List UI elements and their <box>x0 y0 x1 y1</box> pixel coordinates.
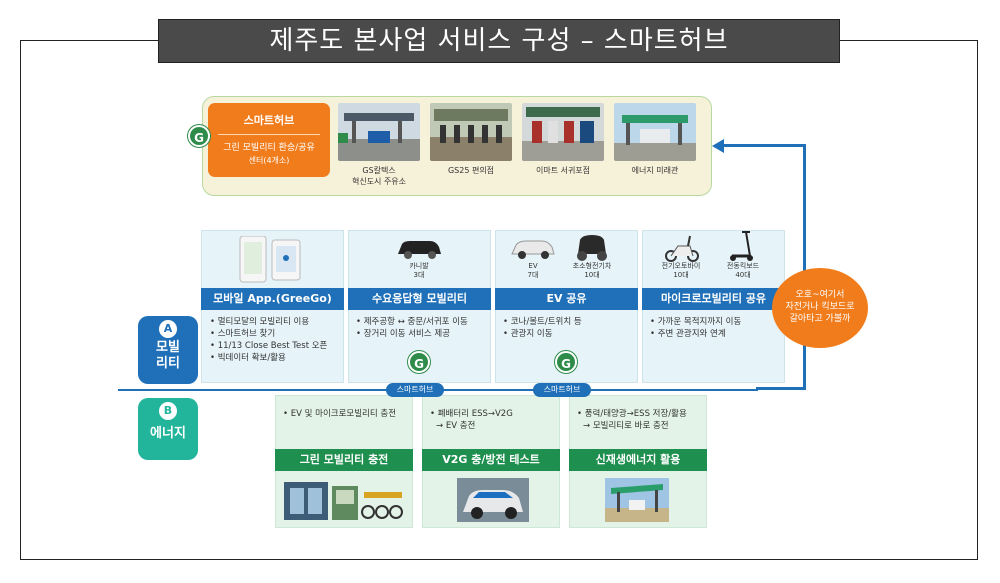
v2g-car-photo <box>457 478 529 522</box>
energy-card-v2g-title: V2G 충/방전 테스트 <box>422 449 560 471</box>
list-item: • 폐배터리 ESS→V2G <box>430 409 513 419</box>
smart-hub-count: 센터(4개소) <box>248 156 290 165</box>
frame-top-right-line <box>840 40 978 41</box>
mobility-card-ev-title: EV 공유 <box>495 288 638 310</box>
bubble-line1: 오호~여기서 <box>795 290 845 300</box>
ev-count: 7대 <box>527 271 539 279</box>
letter-a-icon: A <box>159 320 177 338</box>
kickboard-name: 전동킥보드 <box>726 262 760 270</box>
frame-top-left-line <box>20 40 158 41</box>
mobility-card-ev-list: • 코나/볼트/트위치 등 • 관광지 이동 <box>503 316 582 340</box>
energy-hall-photo <box>614 103 696 161</box>
arrow-left-icon <box>712 139 724 153</box>
ev-caption: EV 7대 <box>510 262 556 280</box>
hub-caption-4: 에너지 미래관 <box>631 166 679 175</box>
energy-card-charging-title: 그린 모빌리티 충전 <box>275 449 413 471</box>
charging-station-photo <box>284 478 404 522</box>
list-item: • 풍력/태양광→ESS 저장/활용 <box>577 409 687 419</box>
micro-ev-caption: 초소형전기차 10대 <box>562 262 622 280</box>
list-item: → 모빌리티로 바로 충전 <box>583 421 669 431</box>
mobility-label-line1: 모빌 <box>156 340 180 355</box>
speech-bubble: 오호~여기서 자전거나 킥보드로 갈아타고 가볼까 <box>772 268 868 348</box>
hub-caption-3: 이마트 서귀포점 <box>535 166 591 175</box>
smart-hub-desc: 그린 모빌리티 환승/공유 <box>223 143 315 153</box>
ev-name: EV <box>528 262 538 270</box>
gs25-photo <box>430 103 512 161</box>
hub-caption-1-line1: GS칼텍스 <box>362 166 396 175</box>
phone-app-icon <box>238 235 310 288</box>
energy-card-renewable-list: • 풍력/태양광→ESS 저장/활용 → 모빌리티로 바로 충전 <box>577 408 687 432</box>
mobility-card-app-list: • 멀티모달의 모빌리티 이용 • 스마트허브 찾기 • 11/13 Close… <box>210 316 327 364</box>
hub-caption-2: GS25 편의점 <box>447 166 495 175</box>
green-badge-icon: G <box>188 125 210 147</box>
list-item: • 11/13 Close Best Test 오픈 <box>210 341 328 351</box>
micro-ev-count: 10대 <box>584 271 600 279</box>
list-item: → EV 충전 <box>436 421 476 431</box>
energy-card-v2g-list: • 폐배터리 ESS→V2G → EV 충전 <box>430 408 513 432</box>
slide-frame <box>20 40 978 560</box>
micro-ev-icon <box>572 232 612 266</box>
renewable-station-photo <box>605 478 669 522</box>
van-caption: 카니발 3대 <box>396 262 442 280</box>
van-icon <box>396 238 442 264</box>
list-item: • 가까운 목적지까지 이동 <box>650 317 742 327</box>
mobility-label-line2: 리티 <box>156 356 180 371</box>
loop-arrow-bottom <box>756 387 806 390</box>
smart-hub-title: 스마트허브 <box>243 114 295 127</box>
smart-hub-divider <box>218 134 320 135</box>
mobility-card-micro-title: 마이크로모빌리티 공유 <box>642 288 785 310</box>
mobility-card-micro-list: • 가까운 목적지까지 이동 • 주변 관광지와 연계 <box>650 316 741 340</box>
kickboard-icon <box>728 230 756 266</box>
smart-hub-box: 스마트허브 그린 모빌리티 환승/공유 센터(4개소) <box>208 103 330 177</box>
mobility-card-app-title: 모바일 App.(GreeGo) <box>201 288 344 310</box>
e-scooter-name: 전기오토바이 <box>661 262 701 270</box>
list-item: • 스마트허브 찾기 <box>210 329 276 339</box>
mobility-card-drt-list: • 제주공항 ↔ 중문/서귀포 이동 • 장거리 이동 서비스 제공 <box>356 316 468 340</box>
list-item: • 멀티모달의 모빌리티 이용 <box>210 317 310 327</box>
energy-card-charging-list: • EV 및 마이크로모빌리티 충전 <box>283 408 396 420</box>
energy-label: 에너지 <box>150 426 186 441</box>
ev-car-icon <box>510 236 556 264</box>
bubble-line3: 갈아타고 가볼까 <box>789 314 851 324</box>
energy-side-label: B 에너지 <box>138 398 198 460</box>
green-badge-icon: G <box>408 351 430 373</box>
e-scooter-icon <box>664 232 700 266</box>
loop-arrow-right <box>803 144 806 390</box>
list-item: • 관광지 이동 <box>503 329 553 339</box>
hub-caption-1-line2: 혁신도시 주유소 <box>351 177 407 186</box>
van-count: 3대 <box>413 271 425 279</box>
mobility-card-drt-title: 수요응답형 모빌리티 <box>348 288 491 310</box>
list-item: • 코나/볼트/트위치 등 <box>503 317 582 327</box>
green-badge-icon: G <box>555 351 577 373</box>
list-item: • 주변 관광지와 연계 <box>650 329 726 339</box>
kickboard-count: 40대 <box>735 271 751 279</box>
bubble-line2: 자전거나 킥보드로 <box>785 302 855 312</box>
list-item: • EV 및 마이크로모빌리티 충전 <box>283 409 397 419</box>
loop-arrow-top <box>722 144 806 147</box>
gs-caltex-photo <box>338 103 420 161</box>
emart-photo <box>522 103 604 161</box>
kickboard-caption: 전동킥보드 40대 <box>718 262 768 280</box>
micro-ev-name: 초소형전기차 <box>572 262 612 270</box>
list-item: • 장거리 이동 서비스 제공 <box>356 329 451 339</box>
letter-b-icon: B <box>159 402 177 420</box>
list-item: • 제주공항 ↔ 중문/서귀포 이동 <box>356 317 468 327</box>
slide-title: 제주도 본사업 서비스 구성 – 스마트허브 <box>158 19 840 63</box>
list-item: • 빅데이터 확보/활용 <box>210 353 286 363</box>
e-scooter-count: 10대 <box>673 271 689 279</box>
van-name: 카니발 <box>409 262 429 270</box>
mobility-side-label: A 모빌 리티 <box>138 316 198 384</box>
smart-hub-tag: 스마트허브 <box>533 383 591 397</box>
e-scooter-caption: 전기오토바이 10대 <box>652 262 710 280</box>
energy-card-renewable-title: 신재생에너지 활용 <box>569 449 707 471</box>
smart-hub-tag: 스마트허브 <box>386 383 444 397</box>
